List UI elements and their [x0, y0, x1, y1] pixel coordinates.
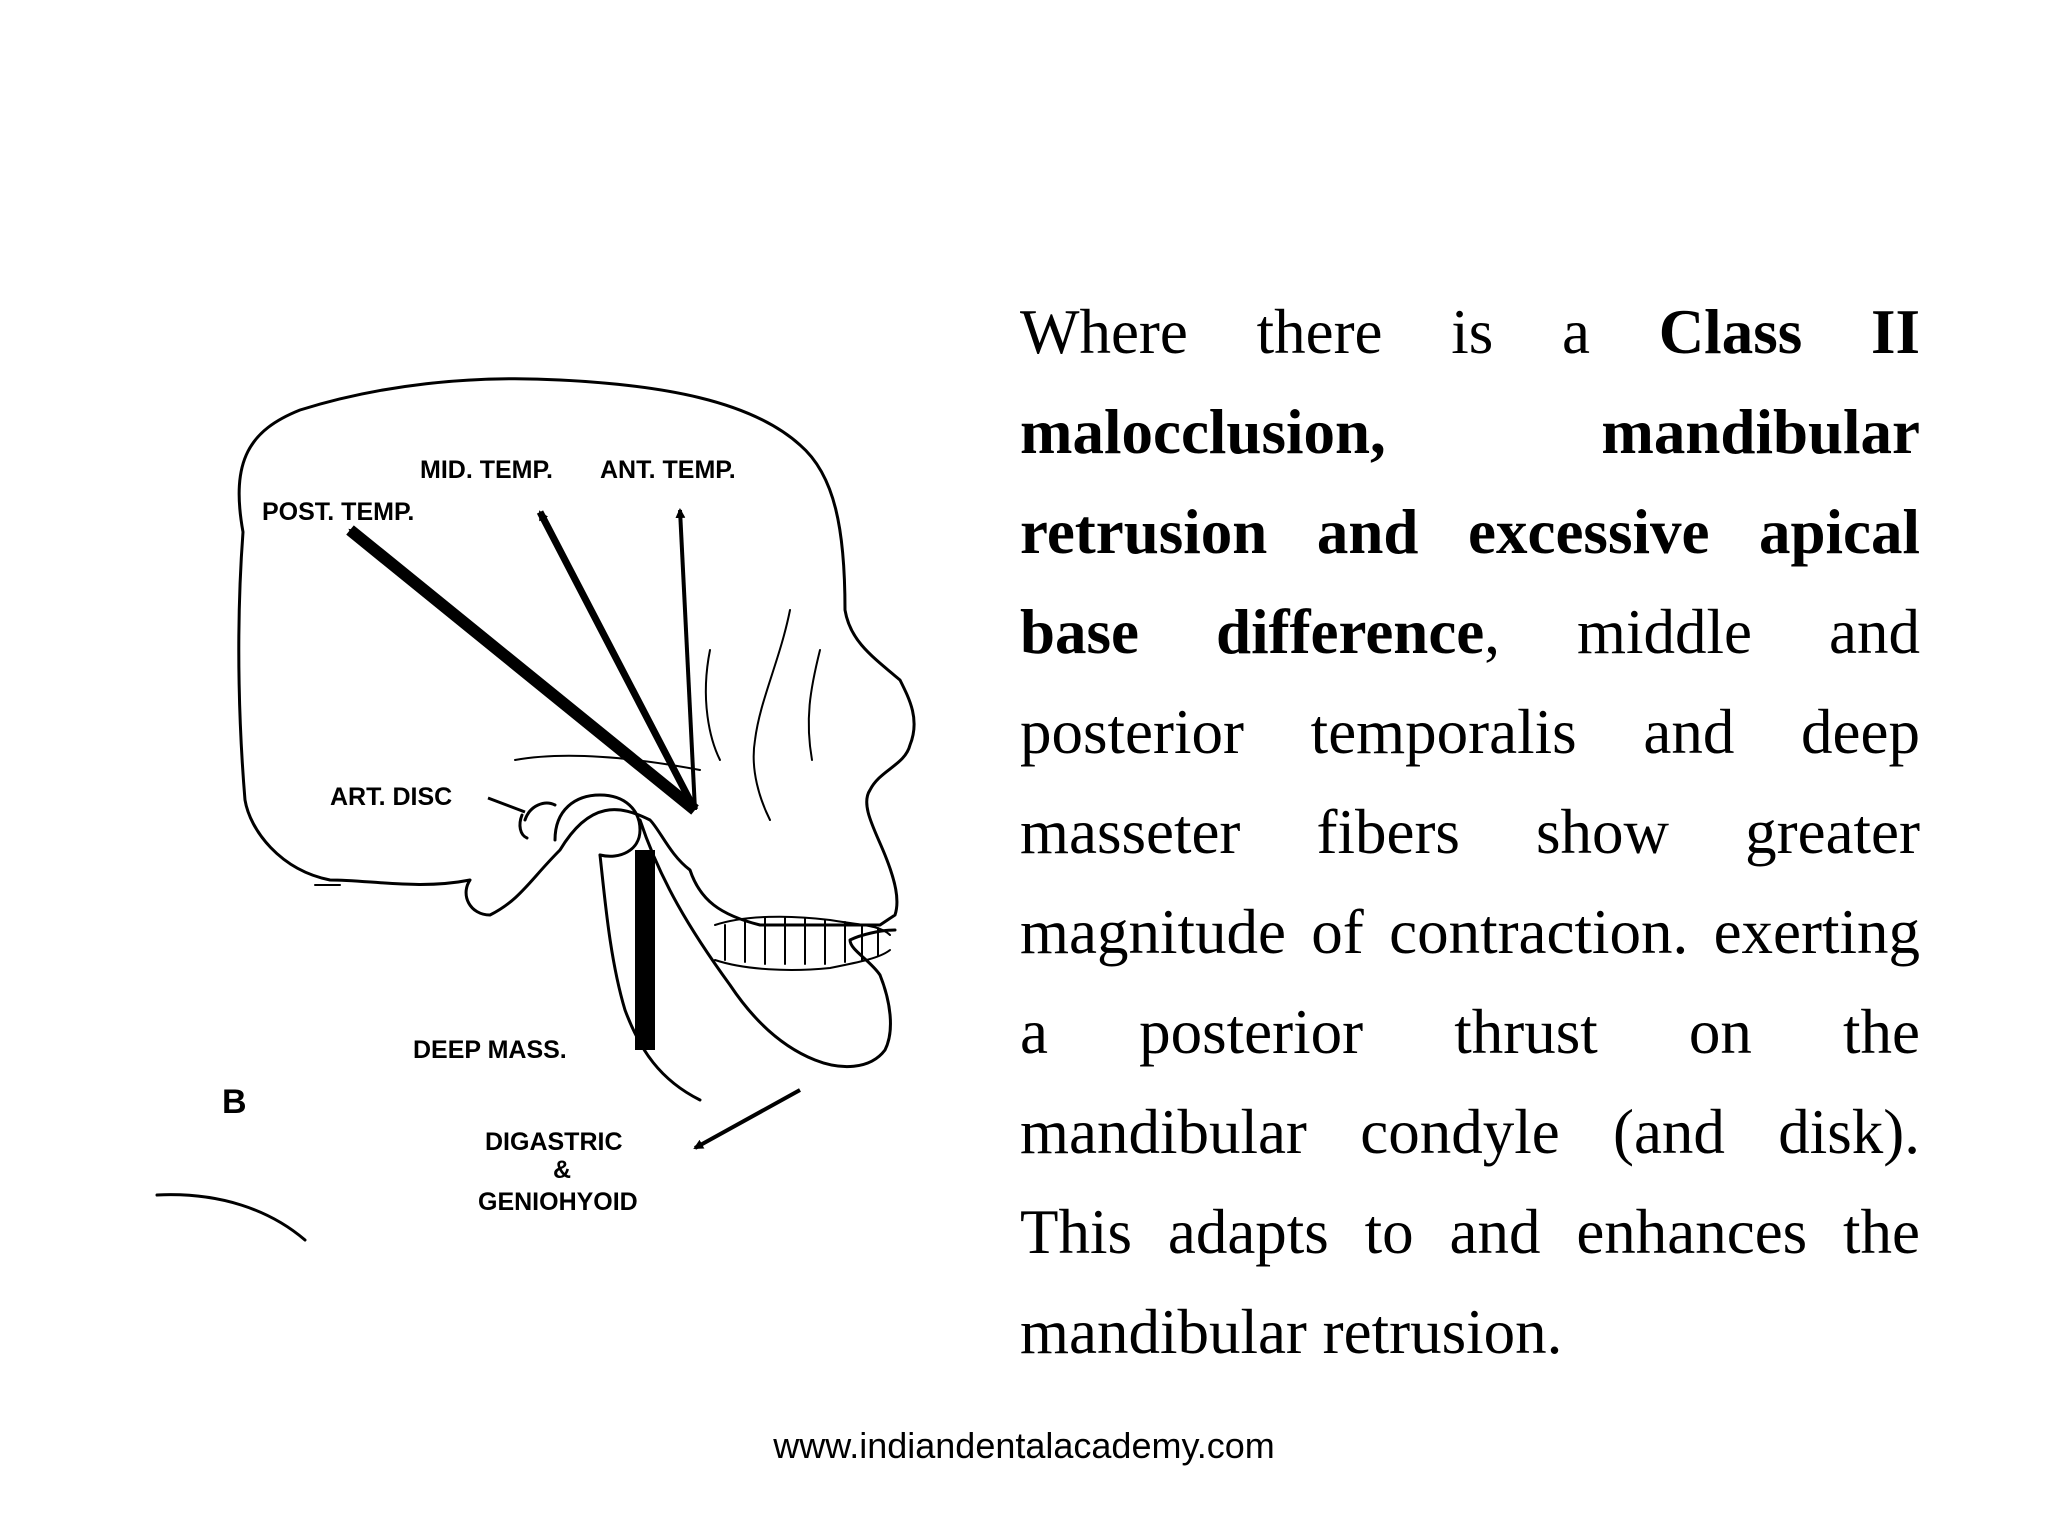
mandible-outline	[638, 818, 897, 1069]
digastric-arrow	[693, 1088, 801, 1150]
skull-outline	[237, 377, 916, 927]
art-disc-pointer	[487, 796, 526, 814]
label-deep-mass: DEEP MASS.	[413, 1036, 567, 1064]
body-text-rest: , middle and posterior temporalis and de…	[1020, 597, 1921, 1367]
lower-curve	[155, 1193, 307, 1242]
label-post-temp: POST. TEMP.	[262, 498, 414, 526]
footer: www.indiandentalacademy.com	[0, 1425, 2048, 1467]
condyle	[553, 793, 642, 858]
label-mid-temp: MID. TEMP.	[420, 456, 553, 484]
orbit-line	[752, 609, 791, 821]
teeth	[714, 915, 891, 971]
mid-temp-arrow	[536, 510, 699, 812]
label-ampersand: &	[553, 1156, 571, 1184]
body-text-bold: Class II malocclusion, mandibular retrus…	[1020, 297, 1920, 667]
label-art-disc: ART. DISC	[330, 783, 452, 811]
deep-masseter-band	[635, 850, 655, 1050]
mandible-ramus	[598, 853, 702, 1102]
body-paragraph: Where there is a Class II malocclusion, …	[1020, 282, 1920, 1382]
footer-url: www.indiandentalacademy.com	[773, 1425, 1275, 1466]
body-text-lead: Where there is a	[1020, 297, 1659, 367]
panel-letter: B	[222, 1083, 247, 1121]
label-geniohyoid: GENIOHYOID	[478, 1188, 638, 1216]
ant-temp-arrow	[675, 508, 697, 811]
post-temp-arrow	[346, 525, 699, 815]
suture-line	[704, 649, 721, 761]
label-ant-temp: ANT. TEMP.	[600, 456, 736, 484]
label-digastric: DIGASTRIC	[485, 1128, 623, 1156]
articular-disc	[518, 801, 557, 840]
orbit-line-2	[807, 649, 821, 761]
